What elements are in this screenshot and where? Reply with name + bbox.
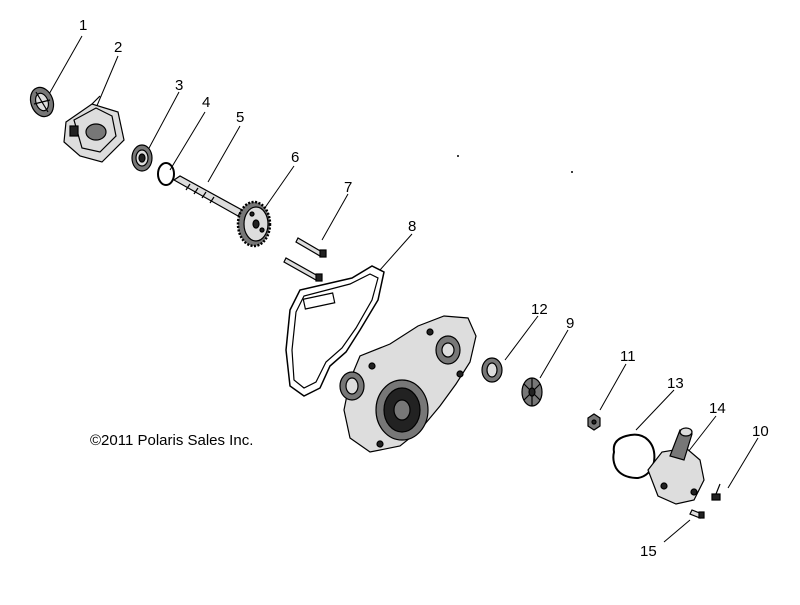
part-7-bolts: [283, 237, 327, 282]
callout-labels: 1 2 3 4 5 6 7 8 9 10 11 12 13 14 15: [79, 17, 769, 560]
callout-14: 14: [709, 400, 726, 417]
callout-8: 8: [408, 218, 416, 235]
speck: [571, 171, 573, 173]
callout-3: 3: [175, 77, 183, 94]
part-1-cover-cap: [29, 86, 55, 118]
part-4-snap-ring: [157, 162, 175, 186]
callout-7: 7: [344, 179, 352, 196]
part-6-gear: [236, 200, 272, 248]
callout-12: 12: [531, 301, 548, 318]
callout-4: 4: [202, 94, 210, 111]
callout-11: 11: [620, 348, 636, 365]
callout-6: 6: [291, 149, 299, 166]
callout-9: 9: [566, 315, 574, 332]
callout-15: 15: [640, 543, 657, 560]
callout-1: 1: [79, 17, 87, 34]
part-11-nut: [587, 413, 601, 431]
case-cover-assembly: [339, 315, 477, 453]
part-9-impeller: [521, 377, 543, 407]
part-10-screw: [711, 483, 721, 501]
part-3-bearing: [131, 144, 153, 172]
callout-2: 2: [114, 39, 122, 56]
copyright-notice: ©2011 Polaris Sales Inc.: [90, 432, 254, 449]
callout-5: 5: [236, 109, 244, 126]
part-12-seal: [481, 357, 503, 383]
callout-13: 13: [667, 375, 684, 392]
part-14-pump-cover: [647, 427, 705, 505]
leader-lines: [47, 35, 759, 543]
part-8-gasket: [285, 265, 385, 397]
part-15-pin: [689, 509, 705, 519]
callout-10: 10: [752, 423, 769, 440]
part-2-pump-housing: [63, 95, 125, 163]
speck: [457, 155, 459, 157]
